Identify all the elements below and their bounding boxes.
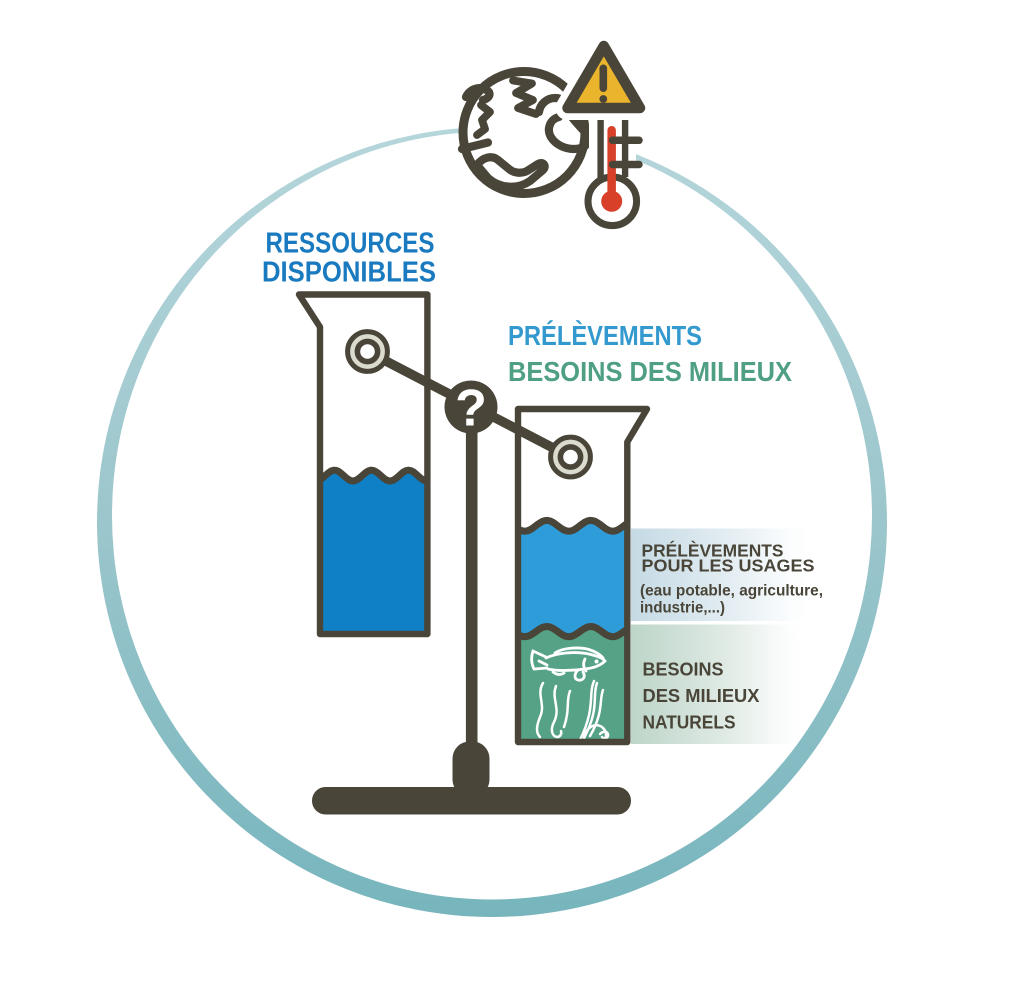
svg-text:DISPONIBLES: DISPONIBLES: [262, 257, 436, 289]
svg-text:POUR LES USAGES: POUR LES USAGES: [642, 556, 815, 576]
svg-text:BESOINS: BESOINS: [643, 659, 724, 680]
svg-text:industrie,...): industrie,...): [640, 600, 725, 617]
svg-text:(eau potable, agriculture,: (eau potable, agriculture,: [640, 583, 823, 600]
svg-text:NATURELS: NATURELS: [643, 712, 736, 733]
svg-text:PRÉLÈVEMENTS: PRÉLÈVEMENTS: [642, 540, 784, 561]
svg-text:DES MILIEUX: DES MILIEUX: [643, 685, 761, 706]
svg-text:?: ?: [455, 380, 487, 438]
svg-text:PRÉLÈVEMENTS: PRÉLÈVEMENTS: [508, 320, 702, 351]
svg-text:BESOINS DES MILIEUX: BESOINS DES MILIEUX: [508, 356, 792, 387]
svg-text:RESSOURCES: RESSOURCES: [266, 228, 435, 260]
